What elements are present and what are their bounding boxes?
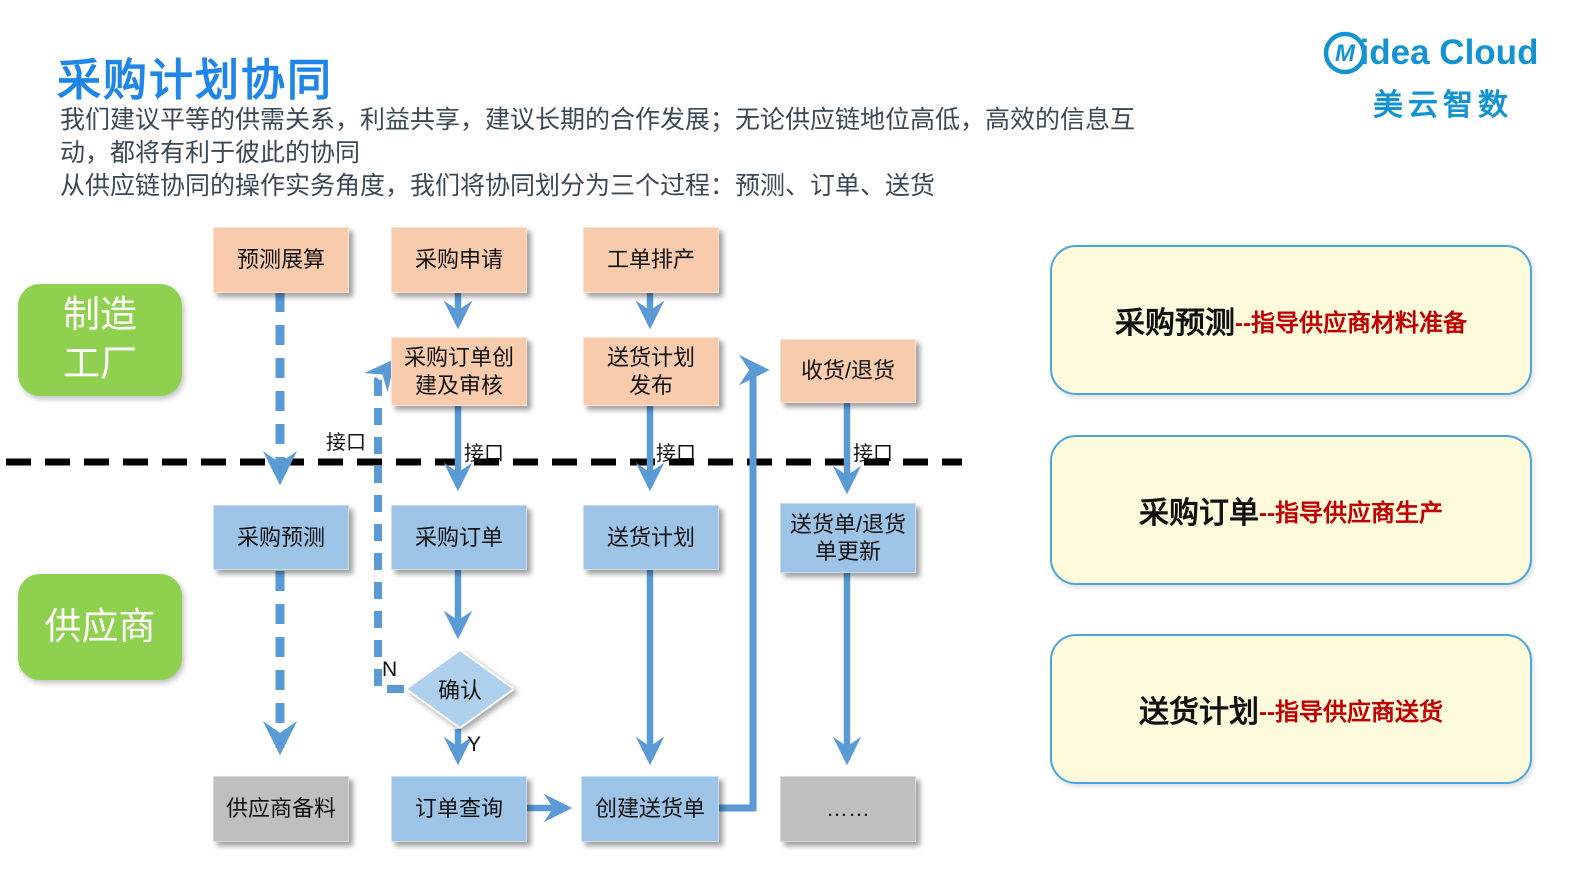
logo-subtitle: 美云智数 [1373,89,1513,122]
interface-label-3: 接口 [656,443,696,465]
node-delivery-plan: 送货计划 [583,505,719,570]
node-ellipsis: …… [780,776,916,842]
legend-desc-1: --指导供应商材料准备 [1235,309,1467,337]
lane-factory: 制造 工厂 [18,284,182,396]
decision-no-label: N [382,658,398,681]
intro-text: 我们建议平等的供需关系，利益共享，建议长期的合作发展；无论供应链地位高低，高效的… [60,104,1135,203]
node-purchase-order: 采购订单 [391,505,527,570]
edge-create-delivery-note-to-receive-return [716,354,770,812]
legend-title-2: 采购订单 [1139,497,1259,530]
decision-diamond-shape [406,650,514,728]
interface-label-1: 接口 [326,432,366,454]
node-purchase-forecast: 采购预测 [213,505,349,570]
node-order-query: 订单查询 [391,776,527,842]
node-receive-return: 收货/退货 [780,339,916,403]
node-delivery-plan-publish: 送货计划 发布 [583,337,719,406]
legend-title-1: 采购预测 [1115,307,1235,340]
decision-yes-label: Y [467,733,482,756]
legend-purchase-forecast: 采购预测--指导供应商材料准备 [1050,245,1532,395]
interface-label-4: 接口 [853,443,893,465]
intro-line-1: 我们建议平等的供需关系，利益共享，建议长期的合作发展；无论供应链地位高低，高效的… [60,106,1136,134]
intro-line-2: 动，都将有利于彼此的协同 [60,139,361,167]
logo-wordmark: idea Cloud [1359,33,1539,72]
interface-label-2: 接口 [464,443,504,465]
node-delivery-note-update: 送货单/退货 单更新 [780,503,916,573]
page-title: 采购计划协同 [57,56,333,105]
node-po-create-review: 采购订单创 建及审核 [391,337,527,406]
intro-line-3: 从供应链协同的操作实务角度，我们将协同划分为三个过程：预测、订单、送货 [60,172,936,200]
legend-purchase-order: 采购订单--指导供应商生产 [1050,435,1532,585]
decision-confirm: 确认 [437,678,482,703]
edge-decision-no-to-po-create [364,359,404,693]
node-purchase-request: 采购申请 [391,227,527,293]
legend-title-3: 送货计划 [1139,696,1259,729]
node-supplier-prepare: 供应商备料 [213,776,349,842]
midea-cloud-logo: M idea Cloud 美云智数 [1305,30,1555,124]
svg-text:M: M [1335,40,1356,67]
midea-circle-m-icon: M [1323,31,1366,75]
node-work-order-schedule: 工单排产 [583,227,719,293]
legend-desc-3: --指导供应商送货 [1259,698,1443,726]
legend-desc-2: --指导供应商生产 [1259,499,1443,527]
legend-delivery-plan: 送货计划--指导供应商送货 [1050,634,1532,784]
node-create-delivery-note: 创建送货单 [581,776,719,842]
node-forecast-calc: 预测展算 [213,227,349,293]
lane-supplier: 供应商 [18,574,182,680]
